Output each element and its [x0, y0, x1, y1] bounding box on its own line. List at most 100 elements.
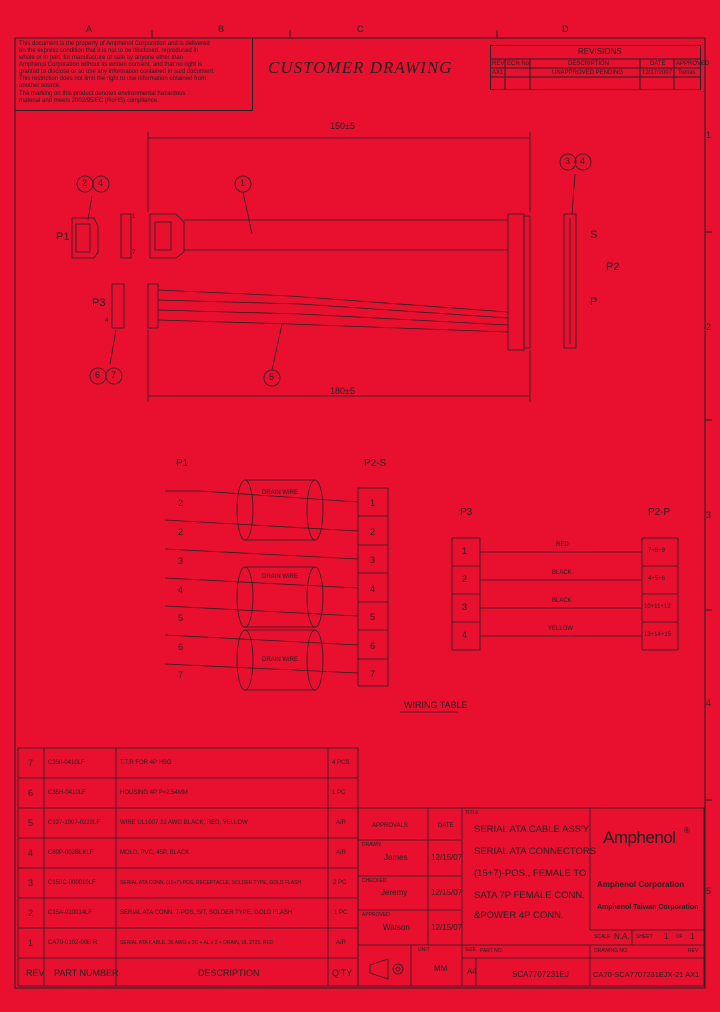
checked-label: CHECKED: [362, 878, 387, 884]
drain-wire-label: DRAIN WIRE: [262, 574, 298, 580]
grid-col-a: A: [86, 24, 93, 34]
notice-line: material and meets 2002/95/EC (RoHS) com…: [19, 98, 159, 104]
p1-pin: 3: [178, 556, 184, 566]
sheet-label: SHEET: [636, 934, 653, 940]
label-s: S: [590, 229, 598, 241]
approvals-label: APPROVALS: [372, 823, 408, 829]
bom-head-rev: REV: [26, 968, 45, 978]
scale-value: N.A.: [614, 932, 630, 941]
grid-row-5: 5: [706, 886, 712, 896]
approved-name: Watson: [383, 923, 410, 932]
rev-col-date: DATE: [650, 61, 666, 67]
drawing-title: CUSTOMER DRAWING: [268, 58, 453, 77]
grid-col-c: C: [357, 24, 364, 34]
rev-row-rev: AX1: [492, 70, 504, 76]
bom-part: CA70-0102-00E-R: [48, 940, 98, 946]
bom-head-desc: DESCRIPTION: [198, 968, 260, 978]
bom-desc: MOLD, PVC, 45P, BLACK: [120, 850, 190, 856]
p3-pin: 3: [462, 602, 468, 612]
rev-col-desc: DESCRIPTION: [568, 61, 610, 67]
rev-row-desc: UNAPPROVED PENDING: [552, 70, 624, 76]
part-no-label: PART NO.: [480, 948, 504, 954]
callout-2: 2: [82, 178, 88, 188]
wire-color-label: BLACK: [552, 598, 572, 604]
sheet-total: 1: [690, 932, 695, 941]
callout-5: 5: [269, 372, 275, 382]
drain-wire-label: DRAIN WIRE: [262, 490, 298, 496]
bom-qty: 4 PCS: [332, 760, 350, 766]
sheet-of: OF: [676, 934, 683, 940]
callout-7: 7: [111, 370, 117, 380]
p2s-pin: 6: [370, 641, 376, 651]
notice-line: on the express condition that it is not …: [19, 48, 199, 54]
bom-head-qty: Q'TY: [332, 968, 353, 978]
title-label: TITLE: [465, 810, 479, 816]
notice-line: This document is the property of Ampheno…: [19, 41, 210, 47]
bom-item: 4: [28, 848, 34, 858]
notice-line: This restriction does not limit the righ…: [19, 76, 207, 82]
bom-item: 6: [28, 788, 34, 798]
p2s-pin: 1: [370, 498, 376, 508]
revisions-title: REVISIONS: [578, 47, 622, 56]
dimension-bottom: 180±5: [330, 386, 355, 396]
scale-label: SCALE: [594, 934, 611, 940]
bom-qty: A/R: [336, 820, 347, 826]
p1-pin: 5: [178, 613, 184, 623]
bom-part: C80P-002BLKLF: [48, 850, 94, 856]
bom-qty: A/R: [336, 850, 347, 856]
callout-1: 1: [240, 178, 246, 188]
grid-col-d: D: [562, 24, 569, 34]
wiring-left-header: P1: [176, 458, 189, 469]
notice-line: whole or in part, for manufacture or sal…: [19, 55, 184, 61]
bom-item: 3: [28, 878, 34, 888]
date-header: DATE: [438, 823, 454, 829]
notice-line: granted to disclose or so use any inform…: [19, 69, 215, 75]
rev-row-approved: Tomas: [678, 70, 696, 76]
notice-line: The marking on this product denotes envi…: [19, 91, 186, 97]
drain-wire-label: DRAIN WIRE: [262, 657, 298, 663]
title-line: SATA 7P FEMALE CONN.: [474, 890, 585, 901]
bom-qty: 1 PC: [332, 790, 346, 796]
p1-pin: 6: [178, 642, 184, 652]
label-p2: P2: [606, 261, 620, 273]
p2p-pins: 4+5+6: [648, 576, 666, 582]
dimension-top: 150±5: [330, 121, 355, 131]
bom-desc: HOUSING 4P P=2.54MM: [120, 790, 188, 796]
p2p-pins: 7+8+9: [648, 548, 666, 554]
rev-row-date: 12/17/2007: [642, 70, 673, 76]
p3-pin: 1: [462, 546, 468, 556]
power-right-header: P2-P: [648, 507, 671, 518]
rev-col-approved: APPROVED: [676, 61, 710, 67]
drawn-label: DRAWN: [362, 842, 381, 848]
checked-date: 12/15/07: [431, 888, 463, 897]
registered-mark: ®: [684, 826, 690, 835]
title-line: SERIAL ATA CABLE ASS'Y: [474, 824, 590, 835]
label-p: P: [590, 296, 598, 308]
wire-color-label: YELLOW: [548, 626, 574, 632]
p2s-pin: 3: [370, 555, 376, 565]
callout-4b: 4: [580, 156, 586, 166]
p3-pin: 4: [462, 630, 468, 640]
label-p3: P3: [92, 297, 106, 309]
company-name-1: Amphenol Corporation: [597, 880, 685, 889]
p1-pin: 2: [178, 527, 184, 537]
grid-row-4: 4: [706, 698, 712, 708]
drawing-no-label: DRAWING NO.: [594, 948, 629, 954]
rev-col-ecn: ECN No.: [507, 61, 531, 67]
p2p-pins: 13+14+15: [644, 632, 672, 638]
wiring-right-header: P2-S: [364, 458, 387, 469]
p2p-pins: 10+11+12: [644, 604, 671, 610]
pin-label-4: 4: [105, 318, 109, 324]
grid-col-b: B: [218, 24, 225, 34]
title-line: (15+7)-POS., FEMALE TO: [474, 868, 587, 879]
bom-head-part: PART NUMBER: [54, 968, 119, 978]
company-logo: Amphenol: [603, 828, 676, 847]
approved-date: 12/15/07: [431, 923, 463, 932]
bom-item: 7: [28, 758, 34, 768]
bom-part: C127-1007-0222LF: [48, 820, 101, 826]
grid-row-2: 2: [706, 322, 712, 332]
p2s-pin: 4: [370, 584, 376, 594]
p1-pin: 4: [178, 585, 184, 595]
